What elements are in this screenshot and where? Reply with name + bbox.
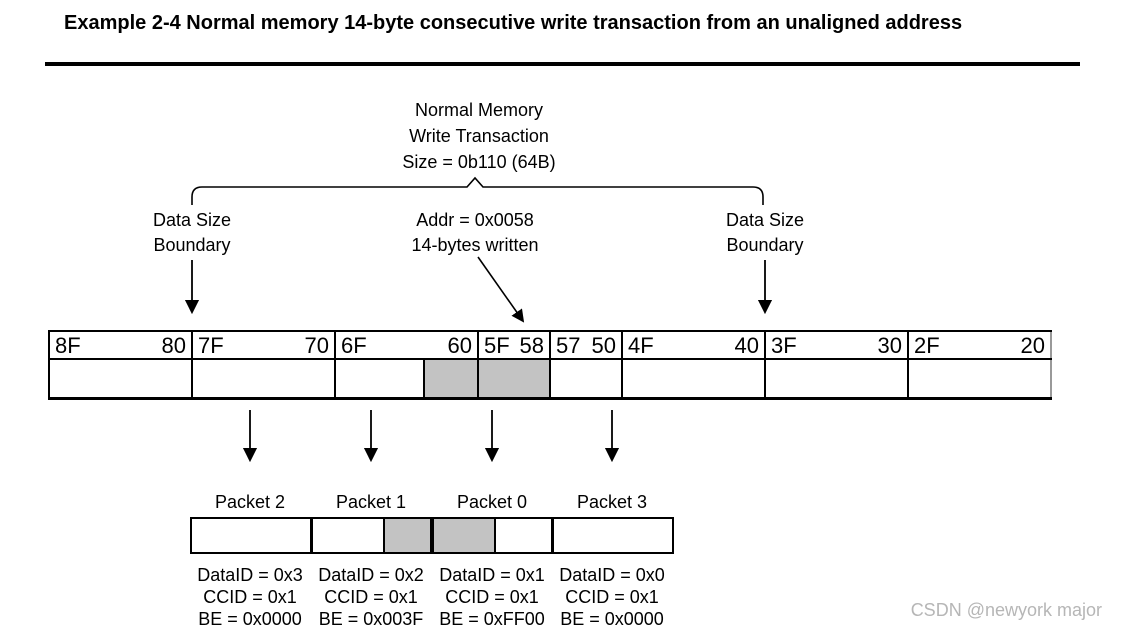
addr-label: 4F — [628, 333, 654, 358]
packet3-info: DataID = 0x0 CCID = 0x1 BE = 0x0000 — [530, 564, 694, 630]
packet1-label: Packet 1 — [335, 492, 407, 512]
transaction-label: Normal Memory Write Transaction Size = 0… — [318, 97, 640, 175]
addr-label: 57 — [556, 333, 581, 358]
size-brace — [191, 176, 764, 205]
addr-label: 40 — [734, 333, 759, 358]
figure-title: Example 2-4 Normal memory 14-byte consec… — [64, 12, 963, 34]
packet2-ccid: CCID = 0x1 — [203, 587, 297, 607]
byte-cell-3f-30 — [766, 360, 909, 397]
addr-label: 6F — [341, 333, 367, 358]
addr-segment-2f-20: 2F 20 — [909, 332, 1052, 360]
addr-label: 7F — [198, 333, 224, 358]
addr-segment-6f-60: 6F 60 — [336, 332, 479, 360]
address-line1: Addr = 0x0058 — [416, 210, 534, 230]
packet3-box — [552, 517, 674, 554]
packet1-dataid: DataID = 0x2 — [318, 565, 424, 585]
addr-label: 8F — [55, 333, 81, 358]
addr-segment-57-50: 57 50 — [551, 332, 623, 360]
addr-label: 5F — [484, 333, 510, 358]
csdn-watermark: CSDN @newyork major — [910, 600, 1102, 620]
packet1-info: DataID = 0x2 CCID = 0x1 BE = 0x003F — [289, 564, 453, 630]
packet3-dataid: DataID = 0x0 — [559, 565, 665, 585]
packet2-dataid: DataID = 0x3 — [197, 565, 303, 585]
addr-segment-5f-58: 5F 58 — [479, 332, 551, 360]
addr-segment-4f-40: 4F 40 — [623, 332, 766, 360]
addr-label: 20 — [1020, 333, 1045, 358]
addr-label: 80 — [161, 333, 186, 358]
memory-bar-cell-row — [48, 358, 1052, 400]
right-boundary-line1: Data Size — [725, 210, 805, 230]
packet1-valid-bytes-highlight — [383, 519, 430, 552]
packet0-valid-bytes-highlight — [434, 519, 496, 552]
address-pointer-arrow — [477, 256, 525, 323]
addr-segment-8f-80: 8F 80 — [50, 332, 193, 360]
addr-label: 3F — [771, 333, 797, 358]
packet2-info: DataID = 0x3 CCID = 0x1 BE = 0x0000 — [168, 564, 332, 630]
address-label: Addr = 0x0058 14-bytes written — [385, 208, 565, 258]
packet2-box — [190, 517, 312, 554]
transaction-line1: Normal Memory — [414, 100, 543, 120]
packet0-dataid: DataID = 0x1 — [439, 565, 545, 585]
packet0-be: BE = 0xFF00 — [439, 609, 545, 629]
byte-cell-4f-40 — [623, 360, 766, 397]
byte-cell-2f-20 — [909, 360, 1052, 397]
address-line2: 14-bytes written — [411, 235, 539, 255]
addr-label: 30 — [877, 333, 902, 358]
addr-label: 58 — [519, 333, 544, 358]
left-boundary-line2: Boundary — [153, 235, 231, 255]
addr-label: 2F — [914, 333, 940, 358]
left-boundary-line1: Data Size — [152, 210, 232, 230]
byte-cell-7f-70 — [193, 360, 336, 397]
packet0-ccid: CCID = 0x1 — [445, 587, 539, 607]
left-data-size-boundary-label: Data Size Boundary — [132, 208, 252, 258]
packet0-label: Packet 0 — [456, 492, 528, 512]
packet2-be: BE = 0x0000 — [198, 609, 302, 629]
memory-bar-address-row: 8F 80 7F 70 6F 60 5F 58 57 50 4F 40 3F 3… — [48, 330, 1052, 360]
addr-label: 70 — [304, 333, 329, 358]
packet1-box — [311, 517, 432, 554]
packet3-ccid: CCID = 0x1 — [565, 587, 659, 607]
packet1-ccid: CCID = 0x1 — [324, 587, 418, 607]
packet1-be: BE = 0x003F — [318, 609, 424, 629]
packet0-info: DataID = 0x1 CCID = 0x1 BE = 0xFF00 — [410, 564, 574, 630]
right-data-size-boundary-label: Data Size Boundary — [705, 208, 825, 258]
byte-cell-8f-80 — [50, 360, 193, 397]
addr-segment-3f-30: 3F 30 — [766, 332, 909, 360]
packet3-label: Packet 3 — [576, 492, 648, 512]
addr-label: 50 — [591, 333, 616, 358]
right-boundary-line2: Boundary — [726, 235, 804, 255]
byte-cell-5f-58-highlight — [479, 360, 551, 397]
byte-cell-6f-60 — [336, 360, 479, 397]
title-rule — [45, 62, 1080, 66]
packet3-be: BE = 0x0000 — [560, 609, 664, 629]
written-bytes-65-60-highlight — [423, 360, 477, 397]
addr-label: 60 — [447, 333, 472, 358]
packet2-label: Packet 2 — [214, 492, 286, 512]
packet0-box — [432, 517, 553, 554]
byte-cell-57-50 — [551, 360, 623, 397]
transaction-line2: Write Transaction — [409, 126, 549, 146]
transaction-line3: Size = 0b110 (64B) — [402, 152, 556, 172]
addr-segment-7f-70: 7F 70 — [193, 332, 336, 360]
